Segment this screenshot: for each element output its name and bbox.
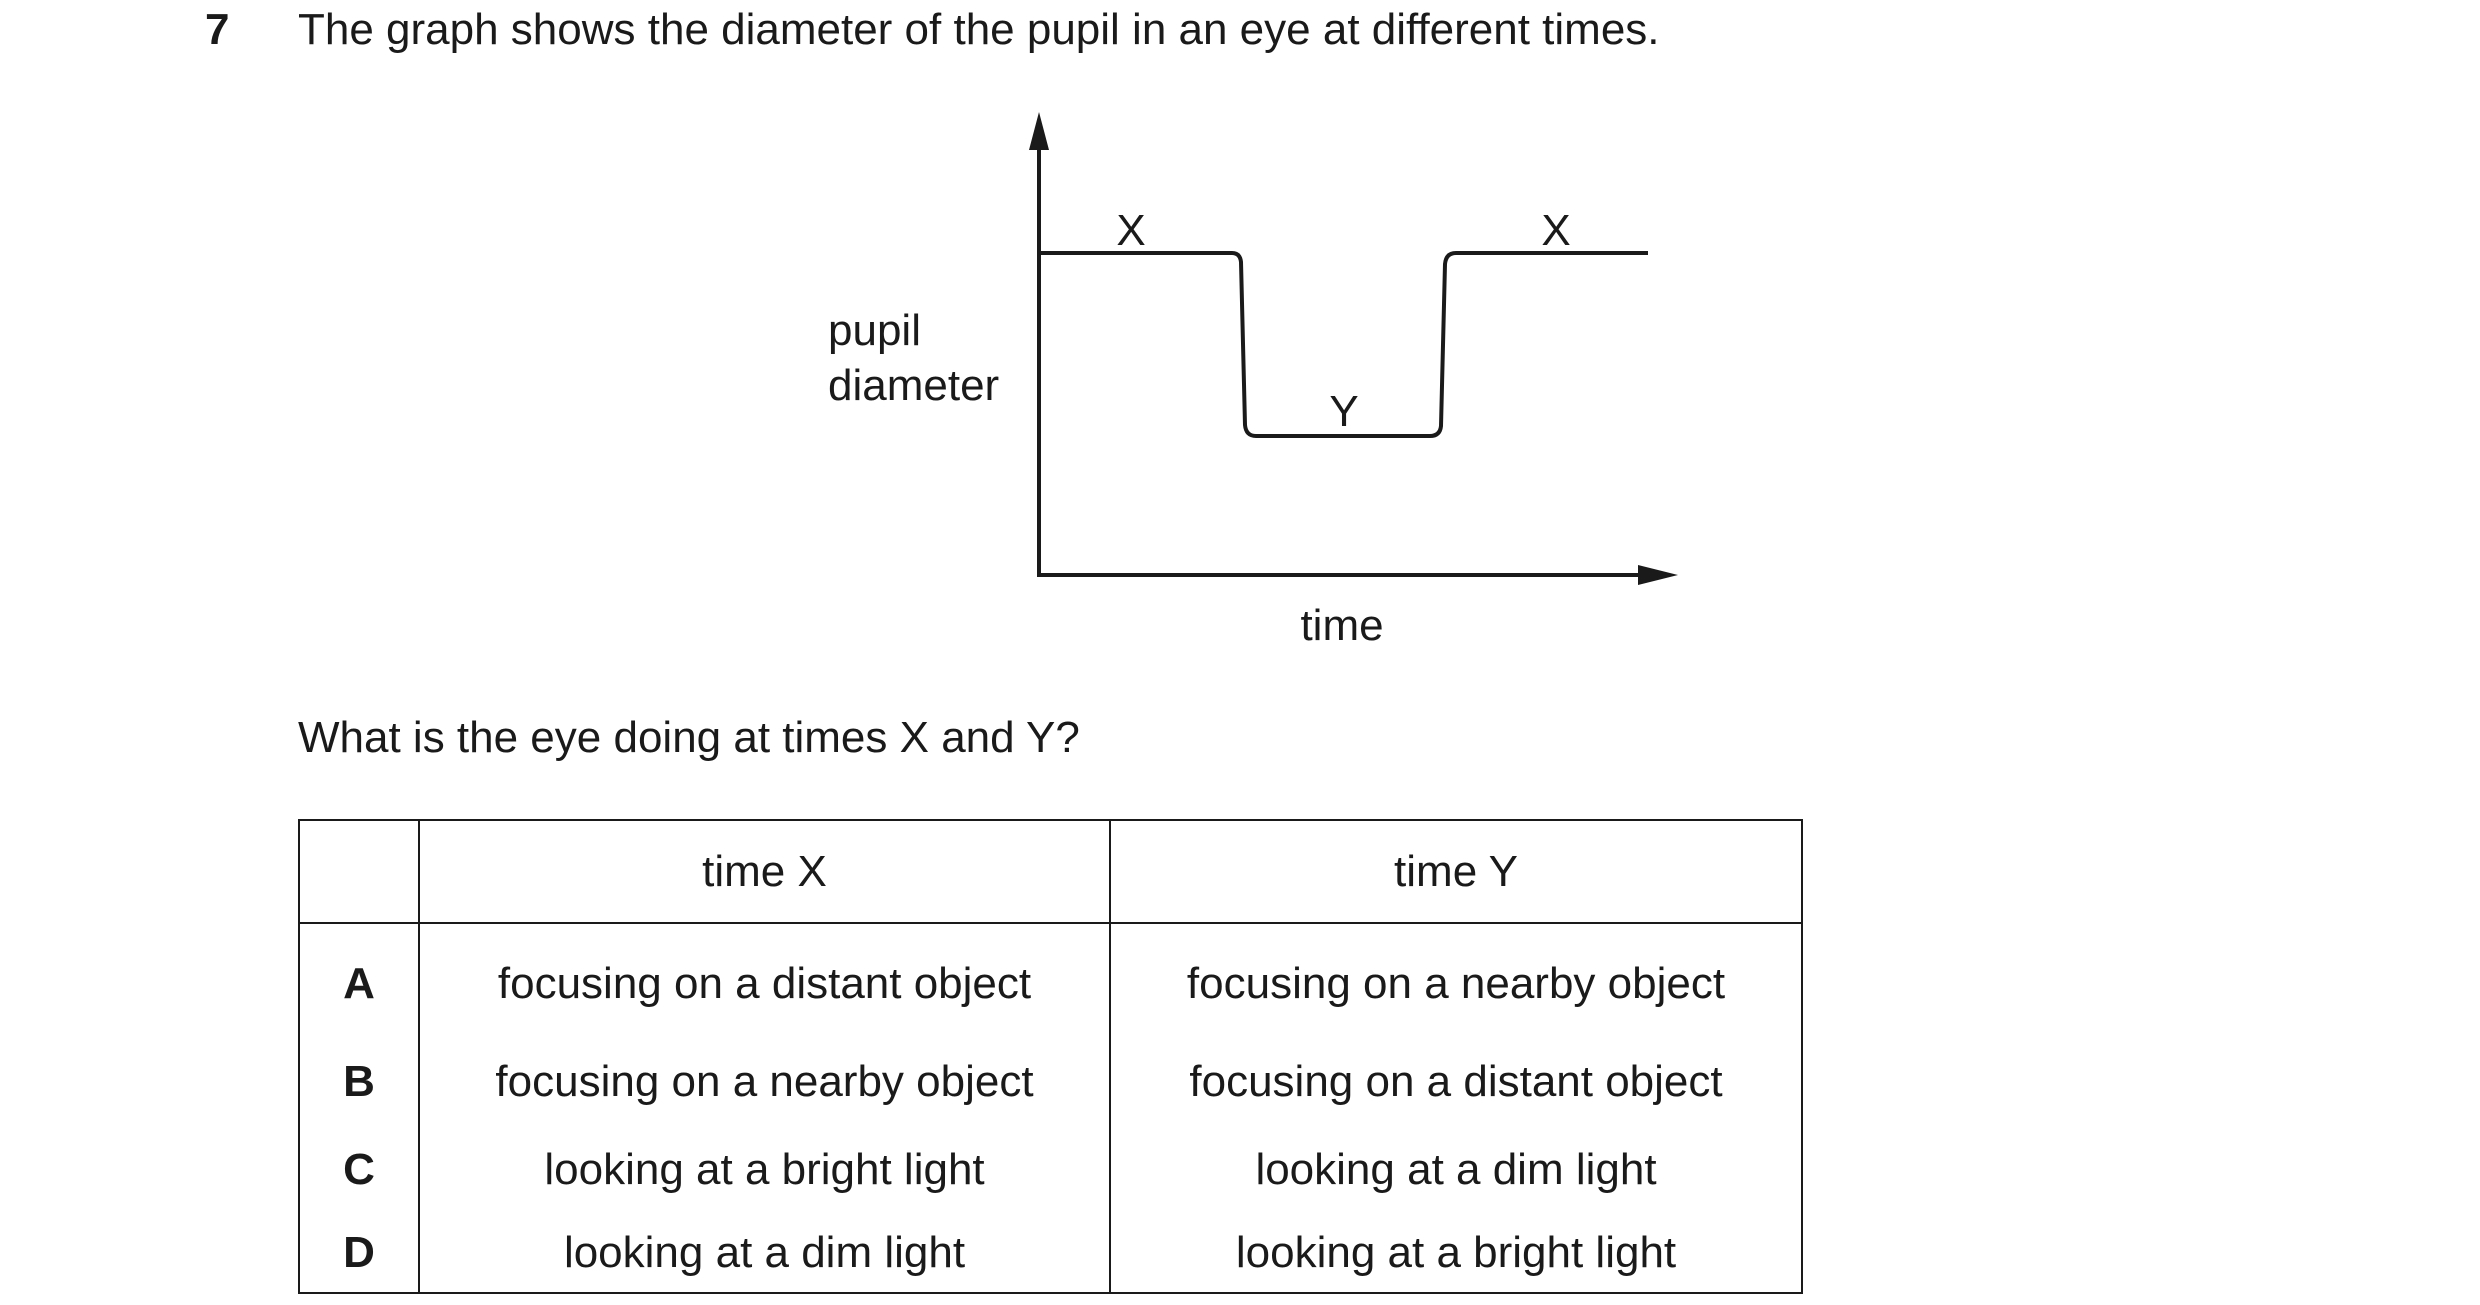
option-letter: B <box>298 1038 420 1126</box>
label-x-left: X <box>1116 206 1145 255</box>
option-row-c[interactable]: C looking at a bright light looking at a… <box>298 1126 1803 1214</box>
question-number: 7 <box>205 5 230 54</box>
x-axis-arrow <box>1638 565 1678 585</box>
label-x-right: X <box>1541 206 1570 255</box>
question-stem: The graph shows the diameter of the pupi… <box>298 5 1660 54</box>
x-axis-label: time <box>1300 601 1383 650</box>
option-time-x: looking at a dim light <box>418 1214 1111 1294</box>
option-row-a[interactable]: A focusing on a distant object focusing … <box>298 923 1803 1038</box>
option-time-y: focusing on a nearby object <box>1109 923 1803 1038</box>
header-time-x: time X <box>418 819 1111 924</box>
option-time-y: looking at a dim light <box>1109 1126 1803 1214</box>
option-letter: A <box>298 923 420 1038</box>
diameter-trace <box>1039 251 1648 438</box>
y-axis-arrow <box>1029 112 1049 150</box>
option-time-x: looking at a bright light <box>418 1126 1111 1214</box>
option-time-y: looking at a bright light <box>1109 1214 1803 1294</box>
label-y-mid: Y <box>1329 387 1358 436</box>
header-time-y: time Y <box>1109 819 1803 924</box>
option-time-x: focusing on a nearby object <box>418 1038 1111 1126</box>
header-blank <box>298 819 420 924</box>
table-header-row: time X time Y <box>298 819 1803 924</box>
option-letter: C <box>298 1126 420 1214</box>
y-axis-label-line2: diameter <box>828 361 999 410</box>
option-time-x: focusing on a distant object <box>418 923 1111 1038</box>
question-prompt: What is the eye doing at times X and Y? <box>298 713 1080 762</box>
option-row-d[interactable]: D looking at a dim light looking at a br… <box>298 1214 1803 1294</box>
answer-options-table: time X time Y A focusing on a distant ob… <box>298 819 1803 1294</box>
option-letter: D <box>298 1214 420 1294</box>
option-time-y: focusing on a distant object <box>1109 1038 1803 1126</box>
pupil-diameter-graph: X X Y pupil diameter time <box>828 112 1678 650</box>
y-axis-label-line1: pupil <box>828 306 921 355</box>
option-row-b[interactable]: B focusing on a nearby object focusing o… <box>298 1038 1803 1126</box>
